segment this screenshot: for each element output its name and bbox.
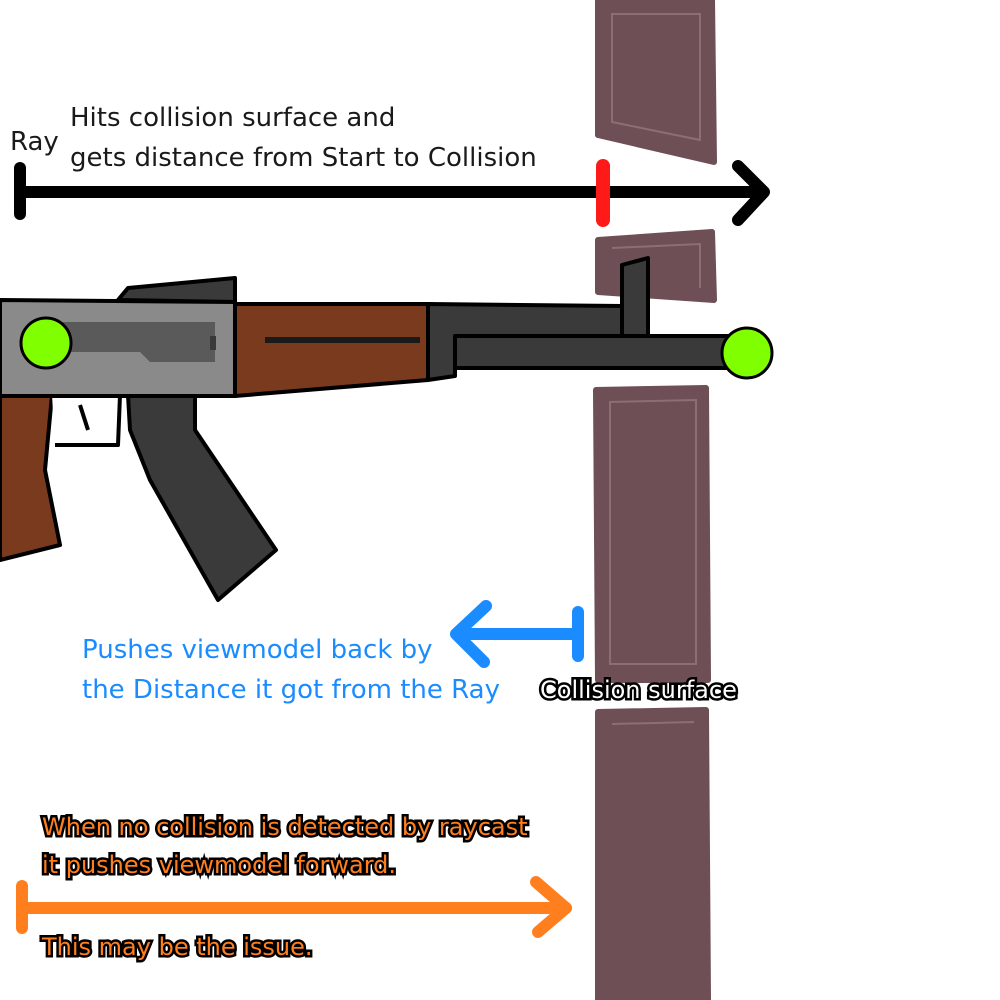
pushback-arrow xyxy=(450,600,584,668)
ray-caption-line2: gets distance from Start to Collision xyxy=(70,143,537,173)
pushback-caption-line2: the Distance it got from the Ray xyxy=(82,675,500,705)
rifle-front-sight xyxy=(620,256,650,338)
collision-wall xyxy=(593,0,717,1000)
collision-surface-label: Collision surface xyxy=(538,674,740,707)
ray-arrow xyxy=(14,160,770,226)
wall-segment-middle xyxy=(593,385,711,683)
ray-caption-line1: Hits collision surface and xyxy=(70,103,396,133)
ray-start-point xyxy=(19,316,73,370)
pushback-caption-line1: Pushes viewmodel back by xyxy=(82,635,433,665)
ray-label: Ray xyxy=(10,127,59,157)
rifle-barrel xyxy=(453,334,742,370)
forward-arrow xyxy=(16,876,572,938)
no-collision-line2: it pushes viewmodel forward. xyxy=(39,849,398,882)
ray-end-point xyxy=(720,326,774,380)
wall-segment-bottom xyxy=(595,707,711,1000)
rifle-magazine xyxy=(126,393,278,602)
rifle-handguard xyxy=(233,302,430,398)
issue-note: This may be the issue. xyxy=(40,931,316,964)
wall-segment-upper-middle xyxy=(595,229,717,303)
rifle-top-cover xyxy=(116,276,237,304)
no-collision-line1: When no collision is detected by raycast xyxy=(40,811,531,844)
wall-segment-top xyxy=(595,0,717,165)
rifle-stock xyxy=(0,393,62,562)
